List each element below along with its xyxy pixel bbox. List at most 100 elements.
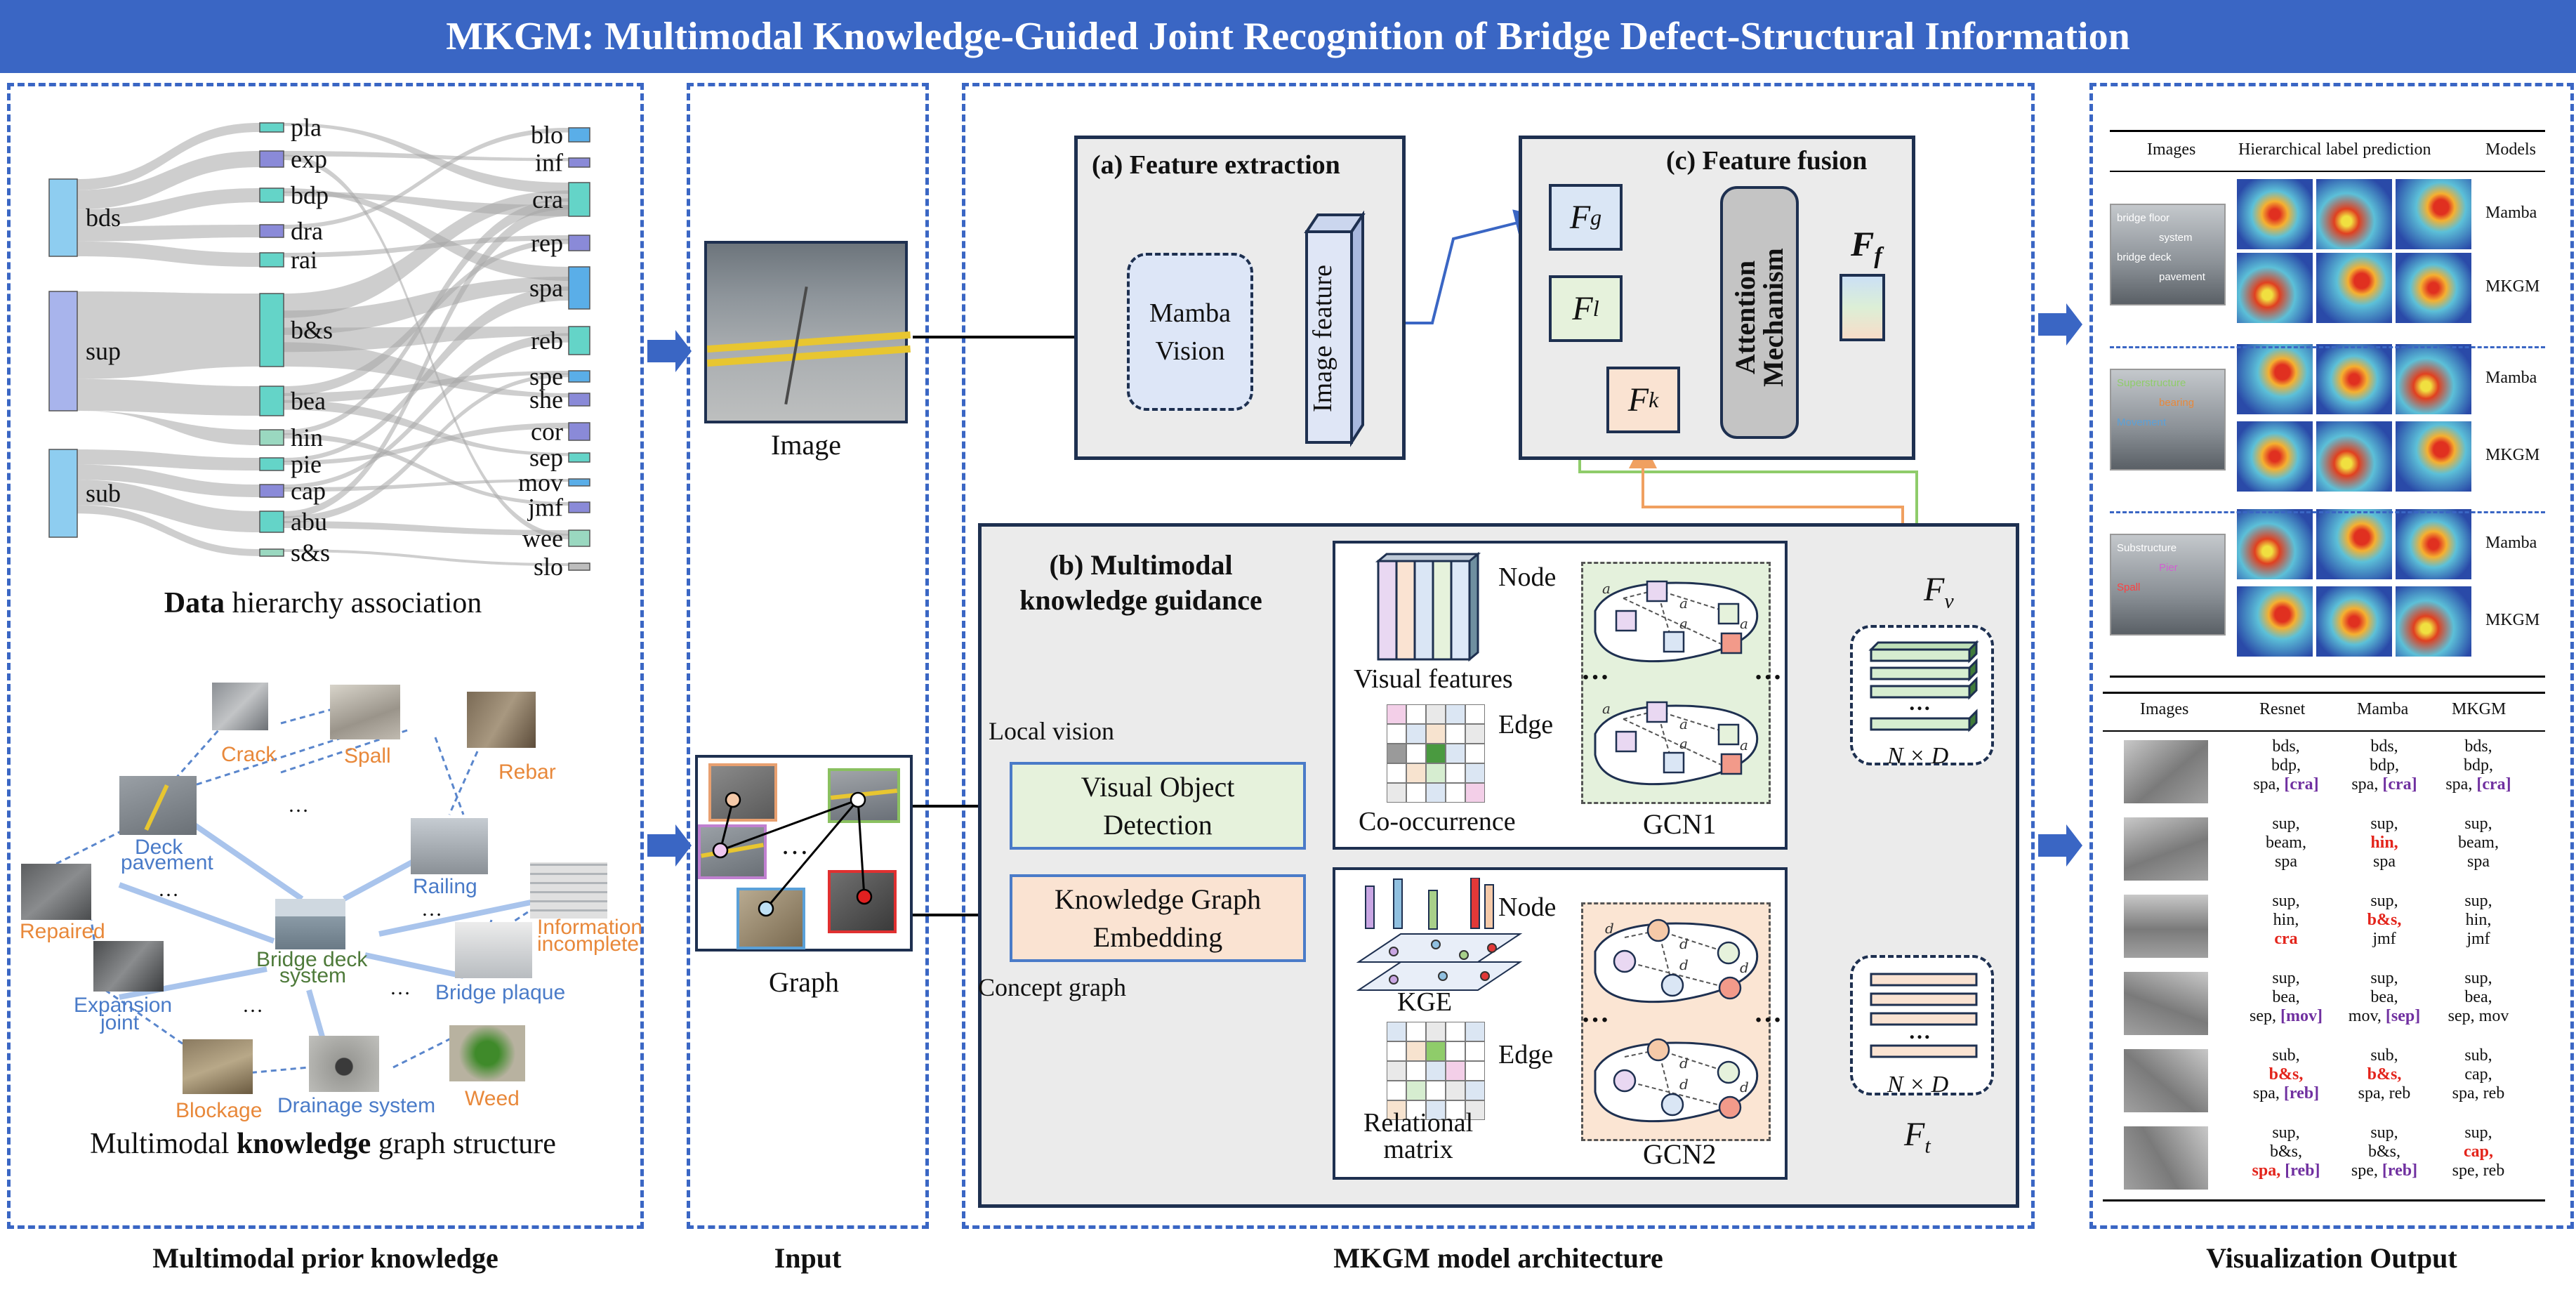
relational-line2: matrix xyxy=(1383,1135,1453,1164)
vis-top-image-tag: Spall xyxy=(2117,581,2141,593)
prediction-label: spa, xyxy=(2445,775,2477,794)
section-label-prior: Multimodal prior knowledge xyxy=(152,1242,498,1274)
kg-label-bridge-deck: Bridge deck xyxy=(256,948,368,971)
prediction-label: hin, xyxy=(2370,834,2398,852)
sankey-flow-r12 xyxy=(284,198,569,435)
sankey-left-label: sup xyxy=(86,337,121,365)
architecture-panel xyxy=(962,83,2035,1229)
ft-stack xyxy=(1870,973,1978,1058)
prediction-label: b&s, xyxy=(2367,1143,2400,1161)
sankey-right-node xyxy=(568,478,590,487)
svg-text:a: a xyxy=(1679,615,1688,632)
sankey-right-node xyxy=(568,157,590,168)
sankey-flow-r6 xyxy=(284,277,569,335)
graph-edges xyxy=(712,791,873,917)
input-graph: … xyxy=(695,755,913,952)
sankey-middle-label: pla xyxy=(291,114,322,142)
kg-label-expansion: Expansion xyxy=(74,994,173,1017)
local-vision-label: Local vision xyxy=(989,717,1114,745)
vis-top-model-label: MKGM xyxy=(2485,446,2540,464)
fl-symbol: F xyxy=(1572,290,1593,327)
gcn1-dots-right: … xyxy=(1754,654,1782,685)
sankey-right-label: wee xyxy=(522,525,563,553)
sankey-flow-l0 xyxy=(77,123,260,190)
kg-rebar-image xyxy=(467,692,536,748)
vis-bottom-rule-2 xyxy=(2103,730,2545,732)
fk-sub: k xyxy=(1649,387,1659,412)
vis-top-header-models: Models xyxy=(2485,140,2536,159)
prediction-label: [reb] xyxy=(2283,1084,2320,1102)
vis-top-heatmap xyxy=(2316,509,2392,579)
sankey-right-label: blo xyxy=(531,121,563,149)
section-label-architecture: MKGM model architecture xyxy=(1333,1242,1663,1274)
sankey-middle-node xyxy=(259,293,284,367)
ft-nxd-label: N × D xyxy=(1887,1072,1949,1098)
ff-symbol: F xyxy=(1851,224,1875,263)
prediction-label: spa, reb xyxy=(2452,1084,2505,1102)
concept-graph-label: Concept graph xyxy=(978,973,1126,1001)
sankey-right-node xyxy=(568,562,590,571)
sankey-flow-r23 xyxy=(284,154,569,540)
vis-top-model-label: MKGM xyxy=(2485,277,2540,296)
vis-bottom-header-resnet: Resnet xyxy=(2259,700,2306,718)
vis-top-heatmap xyxy=(2237,421,2313,492)
image-feature-block xyxy=(1304,211,1366,447)
vis-bottom-prediction-cell: sub,b&s,spa, [reb] xyxy=(2244,1046,2328,1103)
prediction-label: spa, reb xyxy=(2358,1084,2411,1102)
prediction-label: sup, xyxy=(2464,815,2492,833)
sankey-flow-r1 xyxy=(284,151,569,162)
kg-title-line2: knowledge guidance xyxy=(1019,584,1262,616)
kg-drainage-image xyxy=(309,1036,379,1092)
vis-top-group-divider xyxy=(2110,511,2545,513)
svg-text:d: d xyxy=(1679,1055,1689,1072)
graph-thumb-2 xyxy=(698,824,767,879)
prediction-label: bds, xyxy=(2464,737,2492,756)
vis-top-heatmap xyxy=(2237,586,2313,657)
sankey-middle-node xyxy=(259,484,284,498)
sankey-right-node xyxy=(568,501,590,513)
vis-bottom-prediction-cell: sup,beam,spa xyxy=(2244,815,2328,871)
sankey-flow-r15 xyxy=(284,423,569,466)
page-title: MKGM: Multimodal Knowledge-Guided Joint … xyxy=(0,0,2576,73)
image-feature-label: Image feature xyxy=(1308,265,1337,412)
visual-features-label: Visual features xyxy=(1354,664,1513,694)
sankey-middle-label: dra xyxy=(291,217,323,245)
sankey-middle-label: exp xyxy=(291,145,327,173)
svg-text:d: d xyxy=(1740,1079,1749,1095)
sankey-middle-node xyxy=(259,122,284,133)
kg-label-system: system xyxy=(279,964,347,987)
vis-top-model-label: Mamba xyxy=(2485,534,2537,552)
graph-thumb-3 xyxy=(828,768,900,823)
sankey-middle-node xyxy=(259,511,284,533)
kg-info-image xyxy=(530,862,607,919)
prediction-label: sup, xyxy=(2272,892,2300,910)
prediction-label: sub, xyxy=(2370,1046,2398,1065)
ff-label: Ff xyxy=(1851,223,1882,270)
vis-top-rule-2 xyxy=(2110,171,2545,172)
gcn2-dots-left: … xyxy=(1581,996,1609,1028)
sankey-flow-l2 xyxy=(77,188,260,227)
kge-embedding-box: Knowledge Graph Embedding xyxy=(1010,874,1306,962)
kg-railing-image xyxy=(411,818,488,874)
prediction-label: spa xyxy=(2275,852,2297,871)
feature-extraction-title: (a) Feature extraction xyxy=(1092,150,1340,180)
vis-bottom-prediction-cell: sup,b&s,spe, [reb] xyxy=(2342,1124,2426,1180)
prediction-label: beam, xyxy=(2458,834,2499,852)
sankey-middle-node xyxy=(259,429,284,446)
sankey-right-label: rep xyxy=(531,229,563,257)
graph-dots: … xyxy=(781,829,809,860)
sankey-flow-r7 xyxy=(284,327,569,353)
sankey-middle-label: hin xyxy=(291,423,323,452)
sankey-middle-label: bdp xyxy=(291,181,329,209)
arrow-prior-to-input-top xyxy=(647,330,692,372)
vis-bottom-prediction-cell: sup,bea,sep, [mov] xyxy=(2244,969,2328,1026)
kg-repaired-image xyxy=(21,864,91,920)
sankey-right-node xyxy=(568,235,590,251)
kge-line1: Knowledge Graph xyxy=(1054,883,1262,915)
kg-crack-image xyxy=(212,683,268,730)
svg-text:d: d xyxy=(1679,956,1689,973)
